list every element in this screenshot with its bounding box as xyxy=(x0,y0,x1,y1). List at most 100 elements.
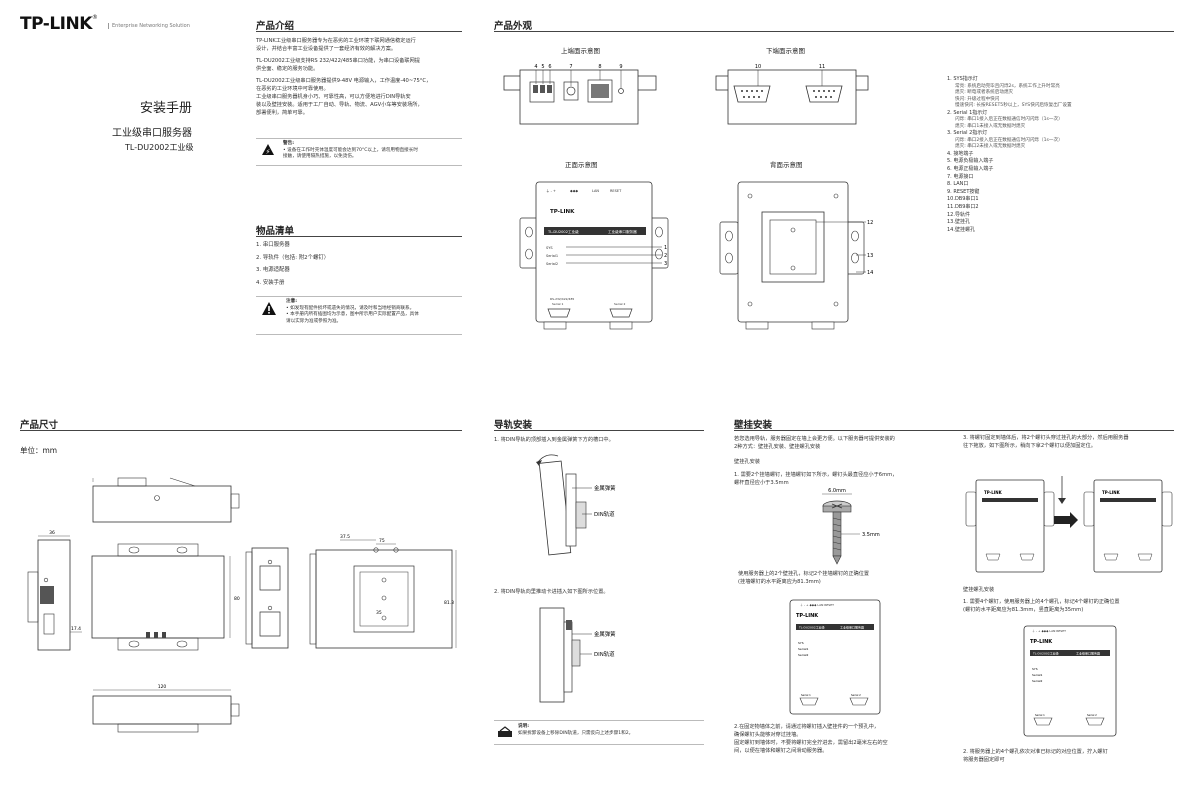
logo-text: TP-LINK xyxy=(20,14,92,34)
svg-text:⚡: ⚡ xyxy=(266,148,271,156)
legend-1: 1. SYS指示灯 xyxy=(947,76,978,82)
legend-2: 2. Serial 1指示灯 xyxy=(947,109,988,116)
led-serial1-label: Serial1 xyxy=(546,254,558,258)
intro-heading-rule xyxy=(256,31,462,32)
wall-step2-c: 固定螺钉到墙体时，不要将螺钉完全拧进去，需留出2毫米左右的空 xyxy=(734,740,888,746)
front-brand: TP-LINK xyxy=(550,209,575,215)
wall-step1-mark-b: (挂墙螺钉的水平距离应为81.3mm) xyxy=(738,579,821,585)
note-line1: • 如发现有配件损坏或遗失的情况，请及时和当地经销商联系。 xyxy=(286,305,415,311)
callout-2: 2 xyxy=(664,253,667,259)
intro-p4c: 部署便利，简单可靠。 xyxy=(256,110,308,116)
manual-model: TL-DU2002工业级 xyxy=(125,143,194,152)
dimensions-diagram: 36 17.4 80 37.5 75 81.3 35 120 xyxy=(27,477,457,733)
wall-step2: 2.在固定物墙体之前，请通过将螺钉插入壁挂件的一个预孔中， 确保螺钉头能够对穿过… xyxy=(734,723,888,755)
callout-10: 10 xyxy=(755,64,761,70)
packing-item: 2. 导轨件（包括: 附2个螺钉） xyxy=(256,254,330,261)
wall-step1-b: 螺杆直径应小于3.5mm xyxy=(734,480,789,486)
wall1-led-s2: Serial2 xyxy=(798,653,808,657)
legend-11: 11.DB9串口2 xyxy=(947,203,979,210)
wall1-desc: 工业级串口服务器 xyxy=(840,625,864,630)
wall-step2-d: 间，以便在墙体和螺钉之间滑动服务器。 xyxy=(734,748,828,754)
wall-device-diagram-1: ⏚ - + ◆◆◆ LAN RESET TP-LINK TL-DU2002工业级… xyxy=(789,599,881,715)
bottom-view-title: 下端面示意图 xyxy=(766,47,805,55)
wall-step2-a: 2.在固定物墙体之前，请通过将螺钉插入壁挂件的一个预孔中， xyxy=(734,724,880,730)
legend-1b: 熄灭: 断电或者系统启动熄灭 xyxy=(955,90,1014,96)
note-title: 注意: xyxy=(286,299,298,304)
brand-tagline: Enterprise Networking Solution xyxy=(108,23,190,29)
wall2-model: TL-DU2002工业级 xyxy=(1032,651,1059,656)
intro-p1a: TP-LINK工业级串口服务器专为在恶劣的工业环境下联网通信稳定运行 xyxy=(256,38,416,44)
din-note-rule-top xyxy=(494,720,704,721)
din-rail-label-1: DIN轨道 xyxy=(594,510,615,518)
din-step1: 1. 将DIN导轨的顶部插入到金属弹簧下方的槽口中。 xyxy=(494,437,614,443)
din-step1-diagram: 金属弹簧 DIN轨道 xyxy=(536,454,616,556)
din-heading: 导轨安装 xyxy=(494,420,533,431)
wall-step1-mark-a: 使用服务器上的2个壁挂孔，标记2个挂墙螺钉的正确位置 xyxy=(738,571,870,577)
led-sys-label: SYS xyxy=(546,246,553,250)
wall-intro-a: 若您选用导轨，服务器固定在墙上会更方便。以下服务器可提供安装的 xyxy=(734,436,895,442)
wall-step3: 3. 将螺钉固定到墙体后，将2个螺钉头穿过挂孔的大部分，然后用服务器 往下拖放，… xyxy=(963,434,1129,450)
dim-side-right: 17.4 xyxy=(71,626,81,632)
wall2-led-s1: Serial1 xyxy=(1032,673,1042,677)
din-spring-label-1: 金属弹簧 xyxy=(594,484,616,492)
wall-step3-b: 往下拖放，如下图所示，稍向下拿2个螺钉以便加固定位。 xyxy=(963,443,1096,449)
din-note: 说明: 如果拆卸设备上移除DIN轨道，只需反向上述步骤1和2。 xyxy=(518,724,633,737)
port2-label: Serial 2 xyxy=(614,302,625,306)
svg-text:⏚ - + ◆◆◆ LAN RESET: ⏚ - + ◆◆◆ LAN RESET xyxy=(800,602,834,607)
warning-line1: • 设备在工作时壳体温度可能会达到70°C以上，请勿用物直接长时 xyxy=(283,147,418,153)
packing-heading-rule xyxy=(256,236,462,237)
wall2-desc: 工业级串口服务器 xyxy=(1076,651,1100,656)
wall-step1: 1. 需要2个挂墙螺钉，挂墙螺钉如下所示，螺钉头最直径应小于6mm， 螺杆直径应… xyxy=(734,471,897,487)
wall-step2-b: 确保螺钉头能够对穿过挂墙。 xyxy=(734,732,802,738)
svg-text:⏚ - +: ⏚ - + xyxy=(546,188,556,193)
wall1-model: TL-DU2002工业级 xyxy=(798,625,825,630)
wall-screw-step2: 2. 将服务器上的4个螺孔依次对准已标记的对应位置，拧入螺钉 将服务器固定即可 xyxy=(963,748,1108,764)
wall-slide-diagram: TP-LINK TP-LINK xyxy=(965,476,1173,573)
intro-body: TP-LINK工业级串口服务器专为在恶劣的工业环境下联网通信稳定运行 设计，并结… xyxy=(256,37,466,117)
legend-5: 5. 电源负极输入端子 xyxy=(947,158,994,165)
legend-10: 10.DB9串口1 xyxy=(947,196,979,203)
screw-diagram: 6.0mm 3.5mm xyxy=(822,488,880,565)
packing-heading: 物品清单 xyxy=(256,226,295,237)
warning-icon: ⚡ xyxy=(262,144,274,156)
svg-text:◆◆◆: ◆◆◆ xyxy=(570,189,578,193)
intro-p4b: 装以及壁挂安装。适用于工厂自动、导轨、物流、AGV小车等安装场所， xyxy=(256,102,423,108)
dims-heading-rule xyxy=(20,430,462,431)
logo-registered: ® xyxy=(91,14,98,21)
wall-screw-step2-a: 2. 将服务器上的4个螺孔依次对准已标记的对应位置，拧入螺钉 xyxy=(963,749,1108,755)
legend-3: 3. Serial 2指示灯 xyxy=(947,130,988,137)
wall1-led-sys: SYS xyxy=(798,641,804,645)
din-note-text: 如果拆卸设备上移除DIN轨道，只需反向上述步骤1和2。 xyxy=(518,730,634,736)
wall-sub1: 壁挂孔安装 xyxy=(734,459,760,465)
packing-item: 1. 串口服务器 xyxy=(256,242,290,248)
wall2-led-s2: Serial2 xyxy=(1032,679,1042,683)
intro-p4a: 工业级串口服务器机身小巧、可靠性高，可以方便地进行DIN导轨安 xyxy=(256,94,411,100)
wall-intro-b: 2种方式：壁挂孔安装、壁挂螺孔安装 xyxy=(734,444,821,450)
din-rail-label-2: DIN轨道 xyxy=(594,650,615,658)
bottom-end-view-diagram: 10 11 xyxy=(715,64,869,125)
wall-slide-brand-1: TP-LINK xyxy=(984,490,1003,495)
wall-screw-step1: 1. 需要4个螺钉，使用服务器上的4个螺孔，标记4个螺钉的正确位置 (螺钉的水平… xyxy=(963,598,1120,614)
legend-2a: 闪烁: 串口1接入后正在数据通信时闪闪烁（1s一次） xyxy=(955,117,1063,123)
packing-item: 4. 安装手册 xyxy=(256,279,285,286)
wall-screw-step2-b: 将服务器固定即可 xyxy=(963,757,1005,763)
svg-text:LAN: LAN xyxy=(592,189,599,193)
warn-rule-top xyxy=(256,138,462,139)
port1-label: Serial 1 xyxy=(552,302,563,306)
intro-p2a: TL-DU2002工业级支持RS 232/422/485串口功能，为串口设备联网… xyxy=(256,58,420,64)
callout-3: 3 xyxy=(664,261,667,267)
appearance-legend: 1. SYS指示灯 常亮: 系统启动完毕且闪烁2s，系统工作上升时常亮 熄灭: … xyxy=(947,76,1072,234)
note-rule-top xyxy=(256,296,462,297)
din-heading-rule xyxy=(494,430,704,431)
intro-p2b: 供全面、稳定的服务功能。 xyxy=(256,66,319,72)
din-note-title: 说明: xyxy=(518,724,530,729)
callout-14: 14 xyxy=(867,270,873,276)
wall-device-diagram-2: ⏚ - + ◆◆◆ LAN RESET TP-LINK TL-DU2002工业级… xyxy=(1023,625,1117,737)
wall-sub2: 壁挂螺孔安装 xyxy=(963,587,995,593)
dim-front-height: 80 xyxy=(234,596,240,602)
appearance-heading-rule xyxy=(494,31,1174,32)
callout-12: 12 xyxy=(867,220,873,226)
wall1-port2: Serial 2 xyxy=(851,693,861,697)
legend-1d: 慢速快闪: 长按RESET5秒以上，SYS快闪后恢复出厂设置 xyxy=(955,103,1072,109)
note-rule-bottom xyxy=(256,334,462,335)
